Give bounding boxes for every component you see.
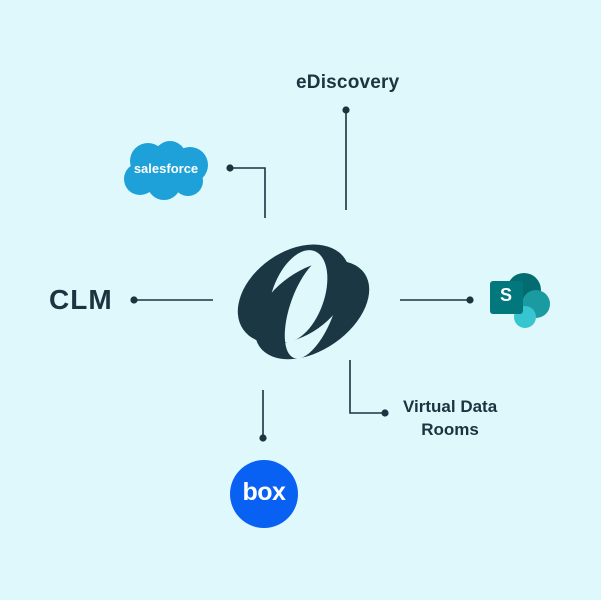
dot-box [259, 434, 267, 442]
dot-sharepoint [466, 296, 474, 304]
vdr-line-1: Virtual Data [403, 397, 498, 416]
dot-salesforce [226, 164, 234, 172]
salesforce-cloud-logo: salesforce [120, 139, 212, 203]
vdr-line-2: Rooms [421, 420, 479, 439]
clm-label: CLM [49, 284, 113, 315]
sharepoint-letter: S [499, 285, 512, 305]
dot-ediscovery [342, 106, 350, 114]
salesforce-wordmark: salesforce [133, 161, 199, 176]
sharepoint-logo: S [488, 273, 556, 331]
interlocking-rings-logo [237, 244, 370, 360]
dot-vdr [381, 409, 389, 417]
connector-salesforce [230, 167, 266, 218]
box-logo: box [230, 460, 298, 528]
connector-vdr [349, 360, 385, 414]
ediscovery-label: eDiscovery [296, 72, 400, 93]
virtual-data-rooms-label: Virtual Data Rooms [403, 395, 497, 441]
box-wordmark: box [242, 478, 286, 506]
dot-clm [130, 296, 138, 304]
